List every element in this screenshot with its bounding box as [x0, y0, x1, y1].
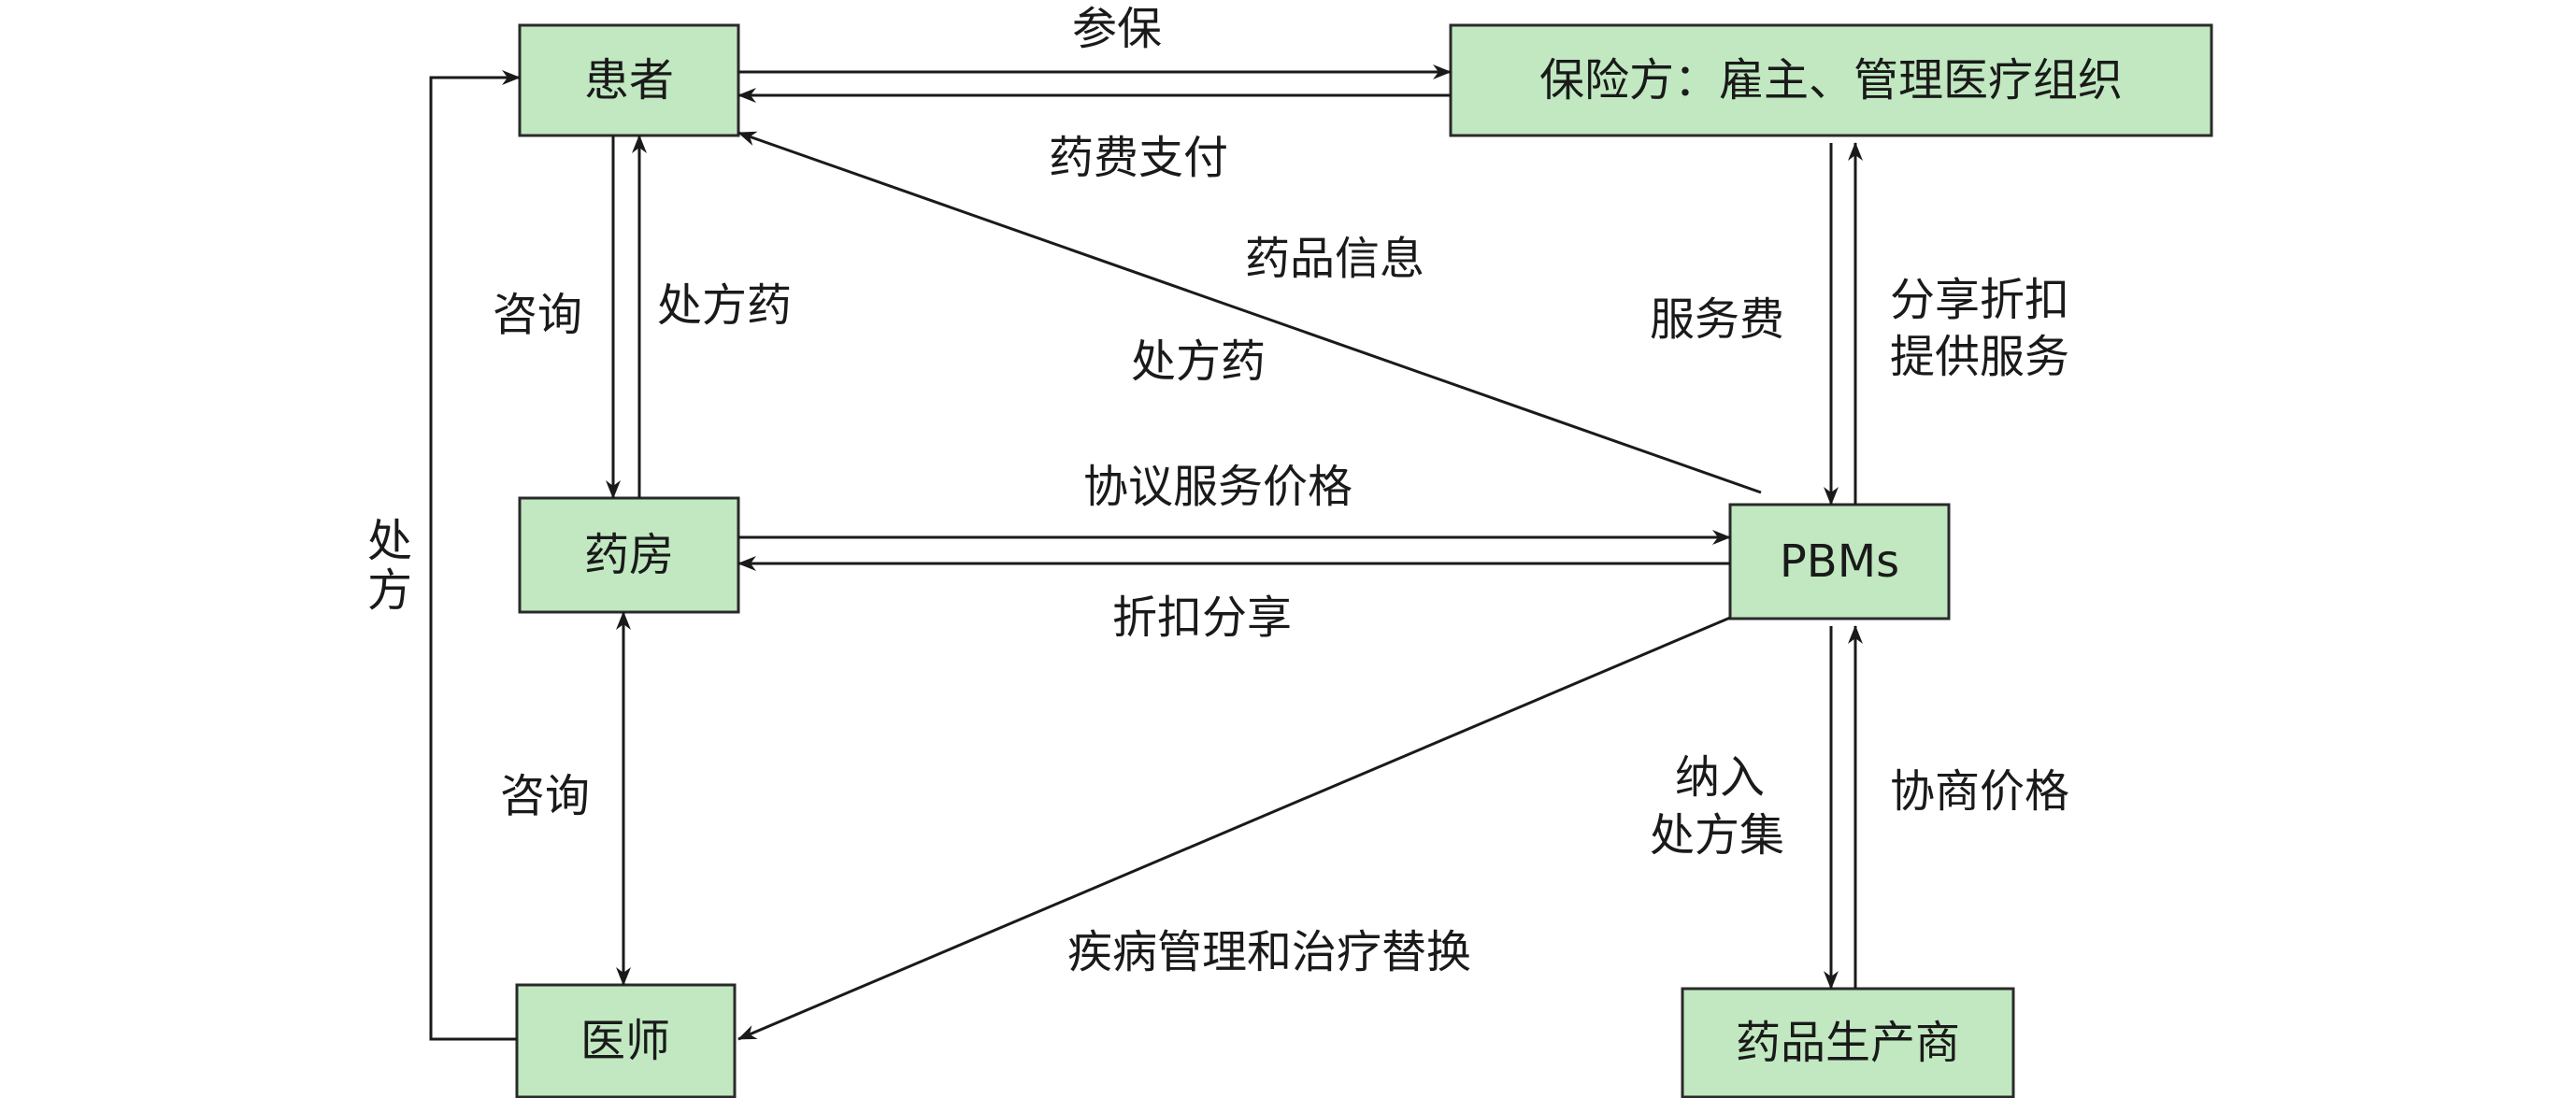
label-disease-mgmt: 疾病管理和治疗替换 [1067, 926, 1471, 978]
label-negotiated-service-price: 协议服务价格 [1083, 461, 1352, 513]
node-physician: 医师 [515, 983, 737, 1098]
label-drug-payment: 药费支付 [1049, 132, 1228, 184]
node-physician-label: 医师 [580, 1015, 670, 1067]
label-prescription-left-2: 方 [367, 564, 412, 617]
label-drug-info: 药品信息 [1245, 233, 1424, 285]
node-patient: 患者 [518, 23, 740, 137]
label-prescription-left-1: 处 [367, 515, 412, 567]
node-manufacturer-label: 药品生产商 [1736, 1017, 1960, 1069]
node-pharmacy: 药房 [518, 496, 740, 614]
node-pbms: PBMs [1728, 503, 1951, 620]
edge-prescription-left [429, 70, 521, 1041]
label-enroll: 参保 [1072, 3, 1162, 55]
label-rebate-share-1: 分享折扣 [1890, 274, 2069, 326]
label-consult-bottom: 咨询 [500, 770, 590, 822]
label-prescription-drugs-pbm: 处方药 [1131, 335, 1266, 388]
node-patient-label: 患者 [584, 54, 674, 107]
node-pharmacy-label: 药房 [584, 529, 674, 581]
edge-pbms-to-patient [737, 131, 1762, 494]
label-prescription-drugs: 处方药 [657, 279, 792, 332]
node-insurer: 保险方：雇主、管理医疗组织 [1449, 23, 2213, 137]
label-consult-top: 咨询 [493, 289, 582, 341]
label-service-fee: 服务费 [1650, 293, 1784, 346]
edge-disease-mgmt [737, 616, 1731, 1041]
label-rebate-share-pharmacy: 折扣分享 [1112, 592, 1292, 644]
node-manufacturer: 药品生产商 [1681, 987, 2015, 1098]
label-rebate-share-2: 提供服务 [1890, 331, 2069, 383]
label-negotiated-price: 协商价格 [1890, 765, 2069, 818]
node-pbms-label: PBMs [1780, 535, 1899, 588]
label-formulary-2: 处方集 [1650, 809, 1784, 862]
node-insurer-label: 保险方：雇主、管理医疗组织 [1539, 54, 2123, 107]
label-formulary-1: 纳入 [1675, 751, 1765, 804]
